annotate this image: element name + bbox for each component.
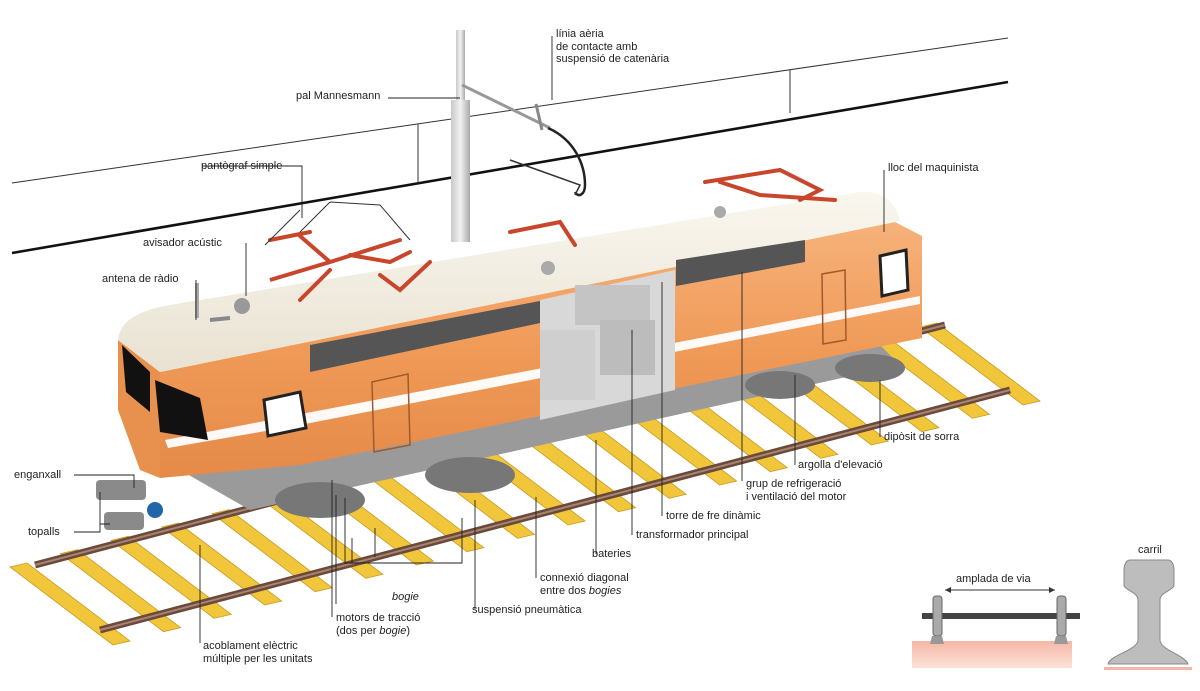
pantograph-frame: [264, 201, 411, 246]
track-gauge-inset: [912, 587, 1080, 668]
label-acoblament: acoblament elèctric múltiple per les uni…: [203, 640, 312, 665]
label-linia-line-2: de contacte amb: [556, 40, 638, 53]
sleeper: [59, 549, 182, 633]
label-bogie: bogie: [392, 591, 419, 604]
label-transformador: transformador principal: [636, 529, 749, 541]
label-torre-fre: torre de fre dinàmic: [666, 510, 761, 522]
sleepers: [9, 322, 1041, 646]
label-connexio-line-1: connexió diagonal: [540, 572, 629, 584]
label-connexio-line-2-em: bogies: [588, 584, 622, 597]
label-pantograf-simple: pantògraf simple: [201, 160, 283, 172]
locomotive-body: [96, 191, 922, 530]
label-motors-line-2: (dos per bogie): [336, 625, 420, 638]
label-connexio-diagonal: connexió diagonal entre dos bogies: [540, 572, 629, 597]
label-acoblament-line-1: acoblament elèctric: [203, 640, 298, 652]
sleeper: [9, 562, 131, 646]
label-motors-line-2-pre: (dos per: [336, 624, 380, 637]
label-motors-traccio: motors de tracció (dos per bogie): [336, 612, 420, 637]
roof-equipment: [195, 206, 726, 322]
railway-track: [9, 321, 1041, 646]
label-enganxall: enganxall: [14, 469, 62, 481]
leader-lines: [74, 36, 885, 643]
label-bateries: bateries: [592, 548, 632, 560]
label-pal-mannesmann: pal Mannesmann: [296, 90, 381, 102]
label-amplada-via: amplada de via: [956, 573, 1031, 585]
label-connexio-line-2-text: entre dos: [540, 584, 589, 597]
label-suspensio-pneumatica: suspensió pneumàtica: [472, 604, 582, 616]
label-motors-line-2-post: ): [406, 624, 411, 637]
label-motors-line-1: motors de tracció: [336, 612, 421, 624]
catenary-wires: [11, 37, 1009, 255]
label-antena-radio: antena de ràdio: [102, 273, 179, 285]
rail-cross-section: [1104, 559, 1192, 670]
mannesmann-pole: [451, 30, 587, 242]
label-bogie-text: bogie: [392, 591, 419, 603]
label-diposit-sorra: dipòsit de sorra: [884, 431, 960, 443]
label-connexio-line-2: entre dos bogies: [540, 585, 629, 598]
sleeper: [110, 535, 233, 619]
label-argolla-elevacio: argolla d'elevació: [798, 459, 883, 471]
label-linia-aeria: línia aèria de contacte amb suspensió de…: [556, 28, 669, 66]
sleeper: [919, 322, 1041, 406]
label-carril: carril: [1138, 544, 1162, 556]
label-acoblament-line-2: múltiple per les unitats: [203, 652, 313, 665]
label-motors-line-2-em: bogie: [379, 624, 407, 637]
pantographs: [268, 167, 837, 302]
label-linia-line-3: suspensió de catenària: [556, 53, 670, 65]
label-grup-refrigeracio: grup de refrigeració i ventilació del mo…: [746, 478, 846, 503]
label-topalls: topalls: [28, 526, 60, 538]
label-avisador-acustic: avisador acústic: [143, 237, 222, 249]
label-lloc-maquinista: lloc del maquinista: [888, 162, 979, 174]
label-linia-line-1: línia aèria: [556, 28, 604, 40]
sleeper: [160, 522, 283, 606]
label-grup-line-2: i ventilació del motor: [746, 490, 847, 503]
label-grup-line-1: grup de refrigeració: [746, 478, 842, 490]
